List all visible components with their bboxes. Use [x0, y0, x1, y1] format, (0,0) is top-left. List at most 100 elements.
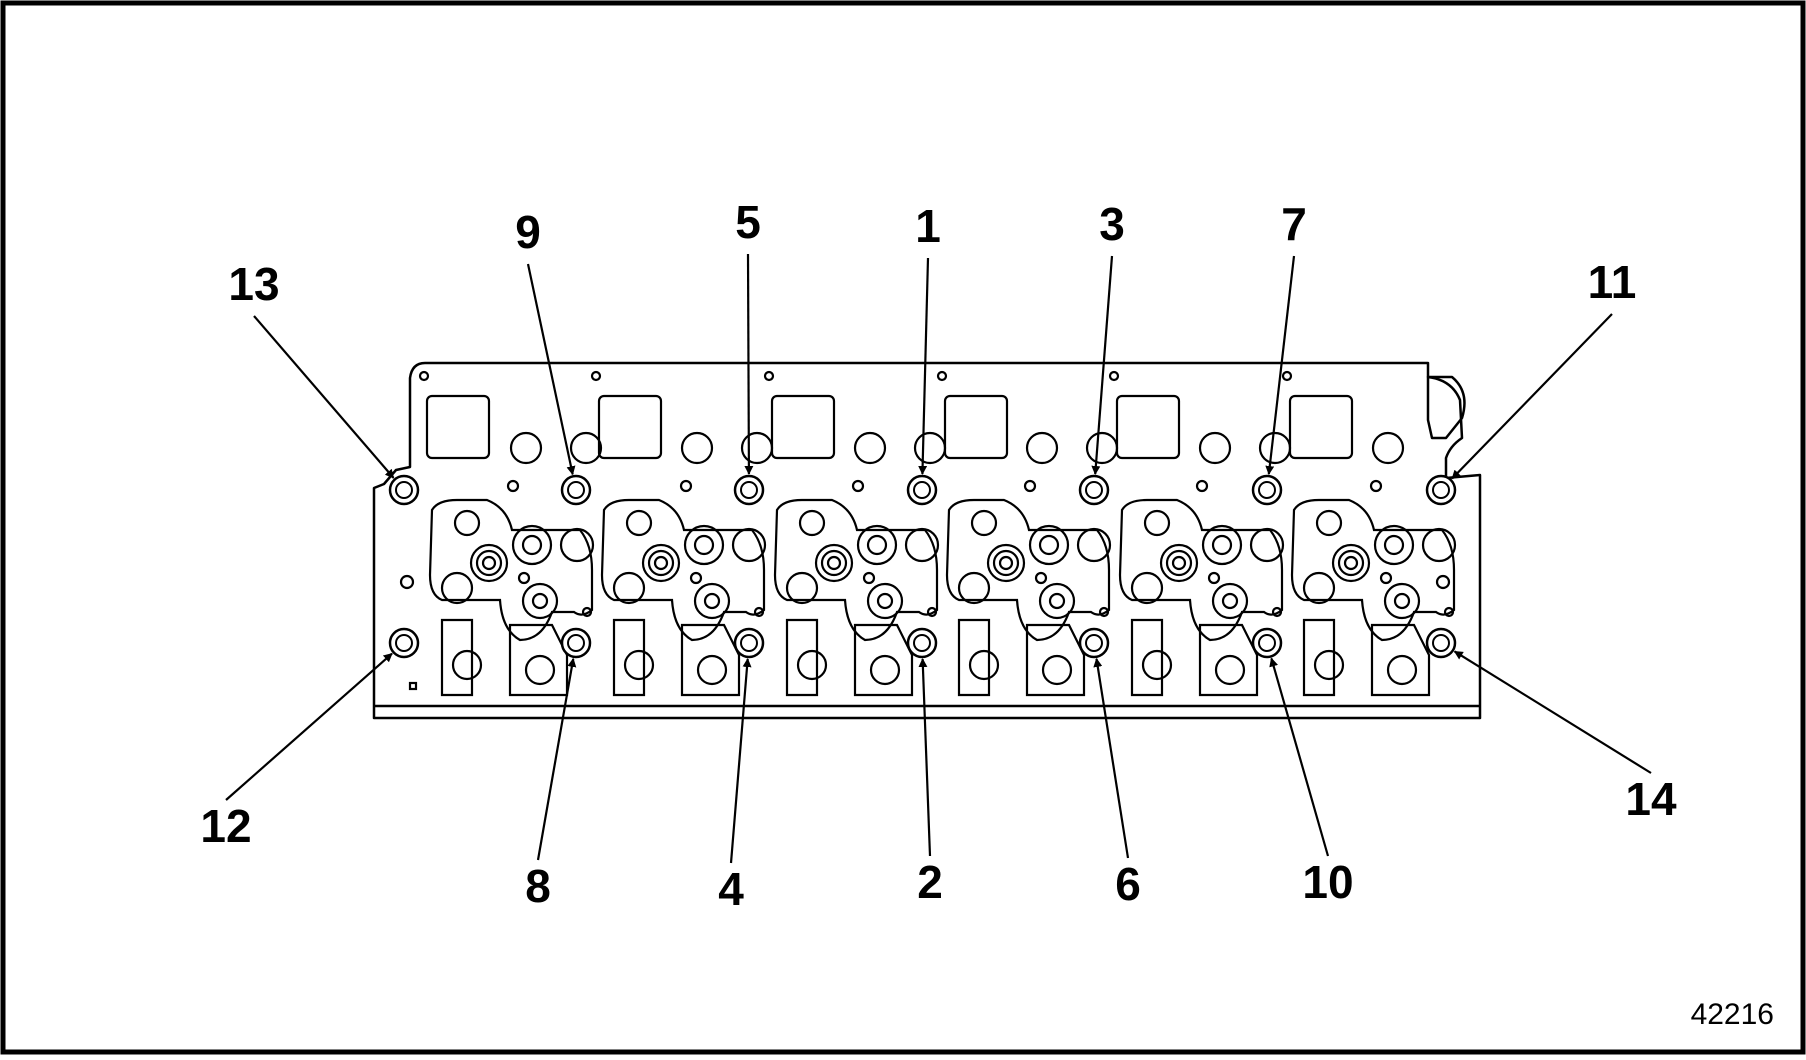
small-hole-upper-3 — [851, 479, 865, 493]
bolt-label-4: 4 — [718, 863, 744, 915]
bolt-label-14: 14 — [1625, 773, 1677, 825]
pocket-a-5 — [1130, 618, 1164, 697]
passage-3 — [853, 431, 887, 465]
small-hole-chamber-b-6 — [1443, 606, 1455, 618]
bolt-label-10: 10 — [1302, 856, 1353, 908]
pocket-a-1 — [440, 618, 474, 697]
bolt-label-6: 6 — [1115, 858, 1141, 910]
head-details — [399, 370, 1457, 697]
leader-layer — [225, 253, 1652, 864]
valve-lower-b-core-6 — [1393, 592, 1411, 610]
valve-lower-3 — [785, 571, 819, 605]
valve-large-core-1 — [521, 534, 543, 556]
bolt-10-socket — [1258, 634, 1276, 652]
pocket-hole-a-4 — [968, 649, 1000, 681]
passage-1 — [509, 431, 543, 465]
valve-large-6 — [1373, 524, 1415, 566]
leader-line-4 — [729, 658, 752, 864]
valve-lower-6 — [1302, 571, 1336, 605]
pocket-hole-a-2 — [623, 649, 655, 681]
bolt-4-socket — [740, 634, 758, 652]
valve-large-core-4 — [1038, 534, 1060, 556]
bolt-12-head — [388, 627, 420, 659]
leader-line-2 — [918, 658, 932, 857]
injector-mid-6 — [1337, 549, 1365, 577]
figure-number: 42216 — [1691, 998, 1774, 1031]
bolt-11-head — [1425, 474, 1457, 506]
injector-mid-5 — [1165, 549, 1193, 577]
valve-lower-2 — [612, 571, 646, 605]
small-hole-right — [1435, 574, 1451, 590]
pin-hole-3 — [763, 370, 775, 382]
pin-hole-6 — [1281, 370, 1293, 382]
injector-core-2 — [653, 555, 669, 571]
pocket-b-6 — [1370, 623, 1431, 697]
small-hole-upper-4 — [1023, 479, 1037, 493]
pocket-b-3 — [853, 623, 914, 697]
port-2 — [597, 394, 663, 460]
pin-hole-4 — [936, 370, 948, 382]
cylinder-head — [372, 361, 1482, 720]
port-3 — [770, 394, 836, 460]
small-hole-chamber-b-2 — [753, 606, 765, 618]
pocket-hole-a-3 — [796, 649, 828, 681]
leader-line-3 — [1091, 255, 1114, 475]
valve-side-6 — [1421, 527, 1457, 563]
injector-core-1 — [481, 555, 497, 571]
injector-mid-1 — [475, 549, 503, 577]
leader-line-11 — [1451, 313, 1613, 480]
leader-line-8 — [536, 657, 577, 861]
pocket-hole-4 — [1041, 654, 1073, 686]
valve-lower-b-5 — [1211, 582, 1249, 620]
port-1 — [425, 394, 491, 460]
pocket-hole-3 — [869, 654, 901, 686]
combustion-chamber-4 — [945, 498, 1111, 642]
head-outline — [372, 361, 1482, 720]
pocket-hole-2 — [696, 654, 728, 686]
small-hole-chamber-2 — [689, 571, 703, 585]
injector-core-4 — [998, 555, 1014, 571]
valve-large-4 — [1028, 524, 1070, 566]
bolt-10-head — [1251, 627, 1283, 659]
valve-side-3 — [904, 527, 940, 563]
valve-large-2 — [683, 524, 725, 566]
pocket-b-5 — [1198, 623, 1259, 697]
valve-large-core-2 — [693, 534, 715, 556]
bolt-4-head — [733, 627, 765, 659]
passage-2 — [680, 431, 714, 465]
pocket-hole-a-5 — [1141, 649, 1173, 681]
small-hole-chamber-b-4 — [1098, 606, 1110, 618]
bolt-label-5: 5 — [735, 196, 761, 248]
injector-core-3 — [826, 555, 842, 571]
valve-large-5 — [1201, 524, 1243, 566]
leader-line-1 — [918, 257, 930, 475]
small-hole-chamber-5 — [1207, 571, 1221, 585]
passage-b-3 — [913, 431, 947, 465]
passage-b-2 — [740, 431, 774, 465]
bolt-label-3: 3 — [1099, 198, 1125, 250]
pin-hole-5 — [1108, 370, 1120, 382]
valve-upper-5 — [1143, 509, 1171, 537]
bolt-5-socket — [740, 481, 758, 499]
port-5 — [1115, 394, 1181, 460]
bolt-3-head — [1078, 474, 1110, 506]
passage-6 — [1371, 431, 1405, 465]
valve-upper-1 — [453, 509, 481, 537]
combustion-chamber-3 — [773, 498, 939, 642]
combustion-chamber-6 — [1290, 498, 1456, 642]
bolt-8-socket — [567, 634, 585, 652]
injector-mid-3 — [820, 549, 848, 577]
bolt-label-8: 8 — [525, 860, 551, 912]
passage-4 — [1025, 431, 1059, 465]
bolt-label-2: 2 — [917, 856, 943, 908]
valve-upper-3 — [798, 509, 826, 537]
small-hole-chamber-b-5 — [1271, 606, 1283, 618]
valve-lower-b-4 — [1038, 582, 1076, 620]
small-hole-chamber-3 — [862, 571, 876, 585]
bolt-7-socket — [1258, 481, 1276, 499]
pocket-hole-6 — [1386, 654, 1418, 686]
